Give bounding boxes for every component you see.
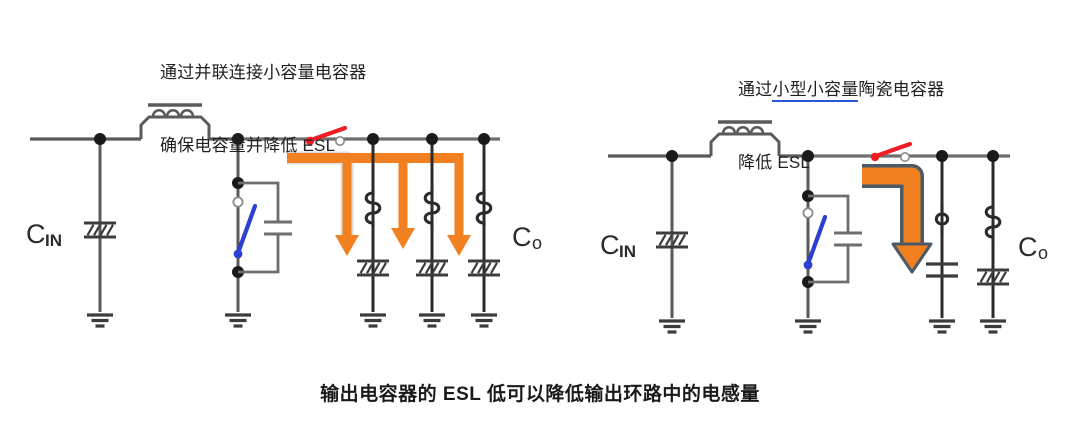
output-branch-left-3 xyxy=(466,133,502,328)
right-title-suffix: 陶瓷电容器 xyxy=(858,80,945,100)
right-panel-title: 通过小型小容量陶瓷电容器 降低 ESL xyxy=(738,30,944,223)
cin-label-left: C xyxy=(26,219,46,249)
node-dot xyxy=(426,133,438,145)
output-branch-left-1 xyxy=(355,133,391,328)
switch-cap-wire-top-right xyxy=(808,194,850,233)
figure-caption: 输出电容器的 ESL 低可以降低输出环路中的电感量 xyxy=(320,384,760,405)
current-flow-arrow-right xyxy=(862,164,933,274)
output-branch-right-1 xyxy=(924,150,960,334)
node-dot xyxy=(478,133,490,145)
ground-cin-left xyxy=(85,313,115,328)
ground-symbol xyxy=(358,313,388,328)
co-sublabel-right: o xyxy=(1038,243,1048,263)
right-title-underlined: 小型小容量 xyxy=(772,80,859,103)
ground-symbol xyxy=(469,313,499,328)
left-panel-title: 通过并联连接小容量电容器 确保电容量并降低 ESL xyxy=(160,13,366,206)
co-sublabel-left: o xyxy=(532,233,542,253)
node-dot xyxy=(666,150,678,162)
ground-switch-left xyxy=(223,313,253,328)
switch-cap-wire-bot-right xyxy=(808,245,850,284)
co-label-right: C xyxy=(1018,232,1038,262)
ground-symbol xyxy=(978,319,1008,334)
ground-cin-right xyxy=(657,319,687,334)
node-dot xyxy=(987,150,999,162)
left-panel-title-line2: 确保电容量并降低 ESL xyxy=(160,135,336,155)
node-dot xyxy=(936,150,948,162)
left-panel-title-line1: 通过并联连接小容量电容器 xyxy=(160,63,367,83)
left-panel-circuit: C IN C o xyxy=(26,103,542,328)
switch-capacitor-left xyxy=(262,220,294,236)
right-panel-circuit: C IN C o xyxy=(600,120,1048,334)
right-title-prefix: 通过 xyxy=(738,80,773,100)
switch-cap-wire-bot-left xyxy=(238,234,280,274)
output-branch-left-2 xyxy=(414,133,450,328)
ground-symbol xyxy=(417,313,447,328)
cin-label-right: C xyxy=(600,230,620,260)
right-panel-title-line2: 降低 ESL xyxy=(738,152,811,172)
ground-switch-right xyxy=(793,319,823,334)
co-label-left: C xyxy=(512,222,532,252)
cin-sublabel-left: IN xyxy=(45,231,62,250)
node-dot xyxy=(802,150,814,162)
ground-symbol xyxy=(927,319,957,334)
right-panel-title-line1: 通过小型小容量陶瓷电容器 xyxy=(738,78,945,103)
node-dot xyxy=(232,133,244,145)
node-dot xyxy=(367,133,379,145)
output-branch-right-2 xyxy=(975,150,1011,334)
switch-capacitor-right xyxy=(832,231,864,247)
node-dot xyxy=(94,133,106,145)
switch-cap-wire-top-left xyxy=(238,181,280,222)
cin-sublabel-right: IN xyxy=(619,242,636,261)
